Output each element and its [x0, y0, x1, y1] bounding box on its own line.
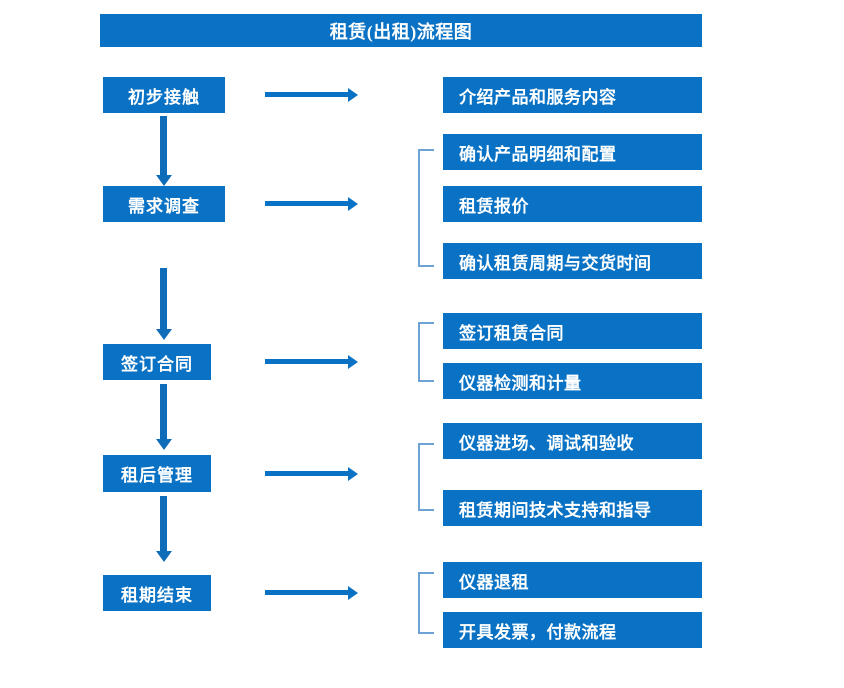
detail-box-5-1[interactable]: 仪器退租	[443, 562, 702, 598]
detail-box-3-2[interactable]: 仪器检测和计量	[443, 363, 702, 399]
stage-box-2[interactable]: 需求调查	[103, 186, 225, 222]
arrow-stage-5-to-details	[265, 590, 349, 595]
arrow-stage-2-to-details	[265, 201, 349, 206]
arrow-stage-3-to-stage-4	[160, 384, 167, 440]
diagram-title: 租赁(出租)流程图	[100, 14, 702, 47]
detail-box-4-1[interactable]: 仪器进场、调试和验收	[443, 423, 702, 459]
arrow-stage-2-to-stage-3	[160, 268, 167, 330]
stage-box-5[interactable]: 租期结束	[103, 575, 211, 611]
detail-box-5-2[interactable]: 开具发票，付款流程	[443, 612, 702, 648]
group-bracket-2	[418, 149, 434, 267]
detail-box-3-1[interactable]: 签订租赁合同	[443, 313, 702, 349]
arrow-stage-3-to-details	[265, 359, 349, 364]
stage-box-3[interactable]: 签订合同	[103, 344, 211, 380]
arrow-stage-1-to-stage-2	[160, 116, 167, 176]
arrow-stage-4-to-stage-5	[160, 496, 167, 552]
arrow-stage-1-to-details	[265, 92, 349, 97]
stage-box-1[interactable]: 初步接触	[103, 77, 225, 113]
stage-box-4[interactable]: 租后管理	[103, 455, 211, 492]
detail-box-4-2[interactable]: 租赁期间技术支持和指导	[443, 490, 702, 526]
group-bracket-4	[418, 443, 434, 511]
group-bracket-5	[418, 572, 434, 634]
detail-box-2-2[interactable]: 租赁报价	[443, 186, 702, 222]
arrow-stage-4-to-details	[265, 471, 349, 476]
detail-box-2-1[interactable]: 确认产品明细和配置	[443, 134, 702, 170]
detail-box-2-3[interactable]: 确认租赁周期与交货时间	[443, 243, 702, 279]
detail-box-1-1[interactable]: 介绍产品和服务内容	[443, 77, 702, 113]
group-bracket-3	[418, 322, 434, 382]
